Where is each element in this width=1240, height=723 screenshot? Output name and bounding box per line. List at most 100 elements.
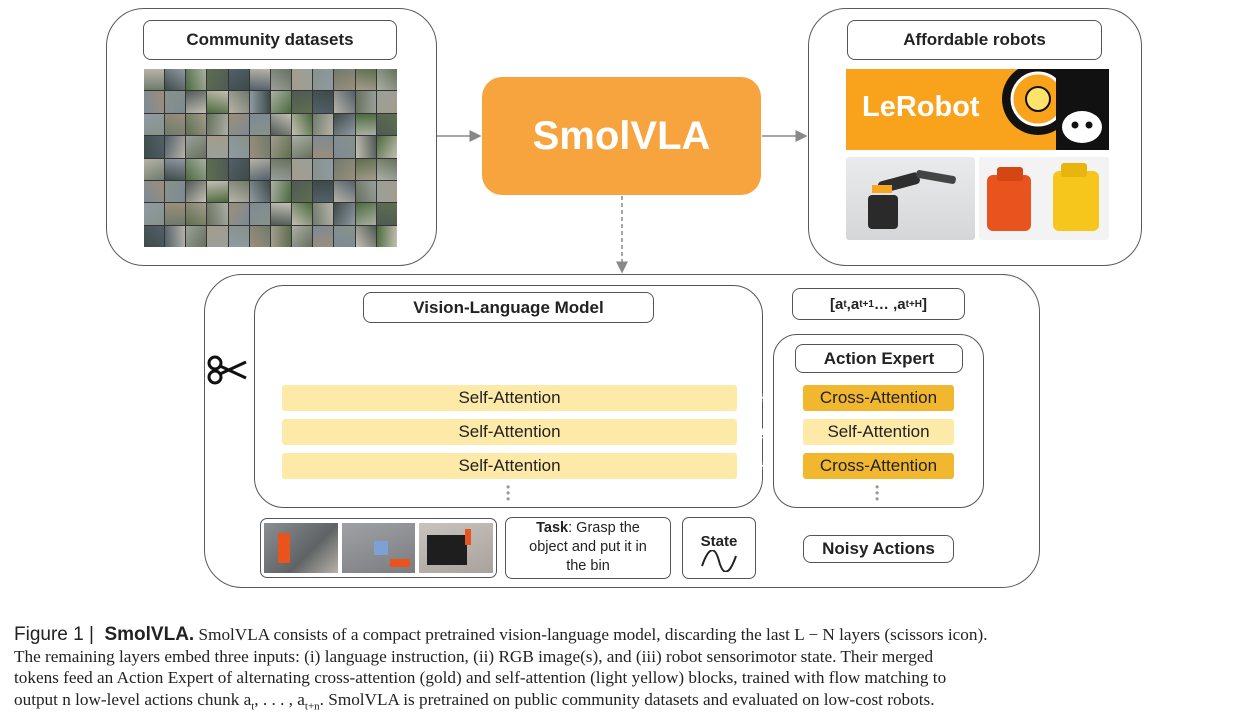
output-sub-t1: t+1 bbox=[859, 298, 874, 310]
dataset-thumbnail bbox=[186, 69, 207, 91]
kv-label-2: KV bbox=[759, 459, 777, 473]
dataset-thumbnail bbox=[355, 180, 376, 203]
dataset-thumbnail bbox=[376, 225, 397, 247]
caption-line-1: SmolVLA consists of a compact pretrained… bbox=[198, 625, 988, 644]
dataset-thumbnail bbox=[270, 113, 292, 136]
dataset-thumbnail bbox=[292, 158, 313, 180]
dataset-thumbnail bbox=[144, 203, 165, 225]
caption-line-4-mid: , . . . , a bbox=[254, 689, 305, 709]
output-dots: … ,a bbox=[873, 295, 906, 313]
dataset-thumbnail bbox=[292, 136, 313, 158]
dataset-thumbnail bbox=[334, 113, 355, 136]
community-datasets-label: Community datasets bbox=[143, 20, 397, 60]
dataset-thumbnail bbox=[165, 180, 186, 203]
vlm-self-attention-2: Self-Attention bbox=[282, 419, 737, 445]
caption-line-3: tokens feed an Action Expert of alternat… bbox=[14, 668, 947, 687]
dataset-thumbnail bbox=[249, 136, 270, 158]
state-label: State bbox=[700, 533, 738, 550]
vlm-label: Vision-Language Model bbox=[363, 292, 654, 323]
smolvla-title: SmolVLA bbox=[532, 113, 711, 158]
dataset-thumbnail bbox=[249, 113, 270, 136]
dataset-thumbnail bbox=[334, 180, 355, 203]
dataset-thumbnail bbox=[165, 91, 186, 113]
dataset-thumbnail bbox=[376, 158, 397, 180]
dataset-thumbnail bbox=[270, 225, 292, 247]
dataset-thumbnail bbox=[270, 69, 292, 91]
dataset-thumbnail bbox=[313, 69, 334, 91]
dataset-thumbnail bbox=[355, 203, 376, 225]
dataset-thumbnail bbox=[292, 180, 313, 203]
dataset-thumbnail bbox=[249, 180, 270, 203]
lerobot-mascot-icon bbox=[1002, 69, 1109, 150]
dataset-thumbnail bbox=[207, 113, 228, 136]
dataset-thumbnail bbox=[186, 180, 207, 203]
dataset-thumbnail bbox=[355, 91, 376, 113]
figure-title: SmolVLA. bbox=[104, 624, 195, 645]
dataset-thumbnail bbox=[313, 225, 334, 247]
dataset-thumbnail bbox=[376, 180, 397, 203]
scissors-icon bbox=[207, 355, 247, 385]
output-sub-th: t+H bbox=[905, 298, 923, 310]
dataset-thumbnail bbox=[376, 136, 397, 158]
lerobot-logo-banner: LeRobot bbox=[846, 69, 1109, 150]
dataset-thumbnail bbox=[355, 136, 376, 158]
dataset-thumbnail bbox=[207, 69, 228, 91]
figure-caption: Figure 1 | SmolVLA. SmolVLA consists of … bbox=[14, 624, 1228, 717]
dataset-thumbnail bbox=[249, 203, 270, 225]
dataset-thumbnail bbox=[186, 158, 207, 180]
dataset-thumbnail bbox=[270, 91, 292, 113]
task-box: Task: Grasp the object and put it in the… bbox=[505, 517, 671, 579]
dataset-thumbnail bbox=[355, 225, 376, 247]
dataset-thumbnail bbox=[313, 136, 334, 158]
dataset-thumbnail bbox=[313, 113, 334, 136]
dataset-thumbnail bbox=[292, 113, 313, 136]
dataset-thumbnail bbox=[334, 158, 355, 180]
vlm-self-attention-3: Self-Attention bbox=[282, 453, 737, 479]
dataset-thumbnail bbox=[144, 91, 165, 113]
dataset-thumbnail bbox=[313, 180, 334, 203]
dataset-thumbnail bbox=[228, 203, 249, 225]
dataset-thumbnail bbox=[207, 158, 228, 180]
dataset-thumbnail bbox=[334, 69, 355, 91]
dataset-thumbnail bbox=[355, 113, 376, 136]
dataset-thumbnail bbox=[334, 203, 355, 225]
dataset-thumbnail bbox=[376, 113, 397, 136]
dataset-thumbnail bbox=[334, 225, 355, 247]
affordable-robots-label: Affordable robots bbox=[847, 20, 1102, 60]
vlm-ellipsis: ••• bbox=[506, 480, 511, 506]
state-box: State bbox=[682, 517, 756, 579]
dataset-thumbnail bbox=[334, 136, 355, 158]
dataset-thumbnail bbox=[186, 113, 207, 136]
dataset-thumbnail bbox=[270, 180, 292, 203]
dataset-thumbnail bbox=[355, 158, 376, 180]
dataset-thumbnail bbox=[292, 91, 313, 113]
caption-line-2: The remaining layers embed three inputs:… bbox=[14, 646, 934, 666]
kv-label-1: KV bbox=[759, 391, 777, 405]
dataset-thumbnail bbox=[186, 91, 207, 113]
dataset-thumbnail bbox=[228, 180, 249, 203]
dataset-thumbnail bbox=[313, 203, 334, 225]
dataset-thumbnail bbox=[207, 180, 228, 203]
dataset-thumbnail bbox=[228, 158, 249, 180]
sine-wave-icon bbox=[701, 549, 737, 573]
caption-line-4: output n low-level actions chunk a bbox=[14, 689, 252, 709]
output-sub-t: t bbox=[843, 298, 847, 310]
expert-ellipsis: ••• bbox=[875, 480, 880, 506]
robot-arm-photo bbox=[846, 157, 975, 240]
output-suffix: ] bbox=[922, 295, 928, 313]
figure-label: Figure 1 | bbox=[14, 624, 94, 645]
task-line-1: : Grasp the bbox=[568, 520, 640, 536]
dataset-thumbnail bbox=[144, 136, 165, 158]
rgb-image-1 bbox=[264, 523, 338, 573]
dataset-thumbnail bbox=[186, 136, 207, 158]
dataset-thumbnail bbox=[313, 91, 334, 113]
caption-sub-1: t bbox=[251, 699, 255, 712]
dataset-thumbnail bbox=[207, 203, 228, 225]
dataset-thumbnail bbox=[292, 69, 313, 91]
dataset-thumbnail bbox=[144, 113, 165, 136]
dataset-image-mosaic bbox=[144, 69, 397, 247]
lerobot-logo-text: LeRobot bbox=[862, 91, 980, 123]
dataset-thumbnail bbox=[144, 158, 165, 180]
action-expert-label: Action Expert bbox=[795, 344, 963, 373]
